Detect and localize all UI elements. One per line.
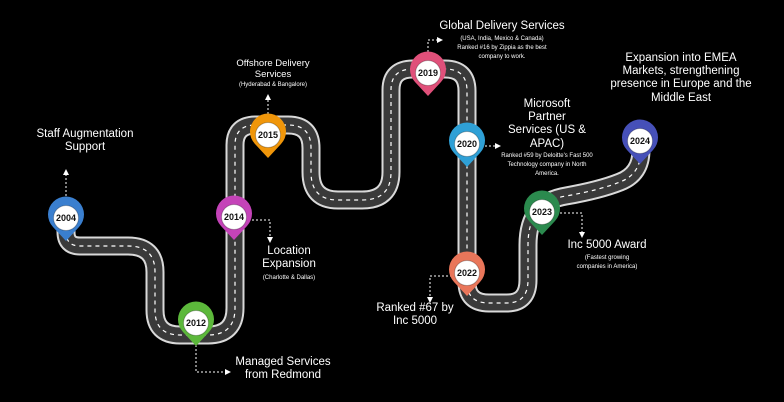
milestone-title: Inc 5000 Award [567,239,647,251]
label-2019: Global Delivery Services (USA, India, Me… [438,20,566,62]
connector-2012 [195,345,228,373]
arrow-2004 [63,169,69,175]
milestone-year: 2012 [186,318,206,328]
milestone-title: Offshore Delivery Services [236,58,310,80]
label-2014: Location Expansion (Charlotte & Dallas) [251,245,327,283]
milestone-subtitle: (USA, India, Mexico & Canada) Ranked #16… [457,36,547,61]
arrow-2023 [579,232,585,238]
label-2022: Ranked #67 by Inc 5000 [370,302,460,328]
milestone-title: Staff Augmentation Support [36,128,134,154]
arrow-2012 [225,369,231,375]
pin-face [627,128,653,154]
label-2024: Expansion into EMEA Markets, strengtheni… [604,52,758,105]
milestone-marker-2015[interactable]: 2015 [250,113,287,158]
arrow-2019 [437,37,443,43]
pin-face [529,199,555,225]
milestone-title: Location Expansion [262,245,316,271]
milestone-year: 2024 [630,136,650,146]
arrow-2014 [267,237,273,243]
pin-face [183,310,209,336]
milestone-title: Managed Services from Redmond [235,356,331,382]
milestone-title: Microsoft Partner Services (US & APAC) [508,98,586,150]
arrow-2022 [427,297,433,303]
milestone-year: 2019 [418,68,438,78]
milestone-title: Ranked #67 by Inc 5000 [376,302,454,328]
milestone-marker-2019[interactable]: 2019 [410,51,446,96]
arrow-2015 [265,94,271,100]
pin-face [415,60,441,86]
milestone-year: 2004 [56,213,76,223]
milestone-year: 2014 [224,212,244,222]
pin-face [454,131,480,157]
label-2023: Inc 5000 Award (Fastest growing companie… [555,239,659,272]
milestone-subtitle: (Hyderabad & Bangalore) [238,81,308,88]
connector-2023 [560,212,583,235]
label-2012: Managed Services from Redmond [228,356,338,382]
milestone-year: 2015 [258,130,278,140]
pin-face [255,122,281,148]
connector-2014 [252,219,271,240]
arrow-2020 [495,143,501,149]
milestone-marker-2020[interactable]: 2020 [449,122,485,167]
milestone-year: 2020 [457,139,477,149]
connector-2022 [429,275,452,300]
connector-lines [65,39,583,373]
milestone-subtitle: (Charlotte & Dallas) [262,275,316,282]
label-2004: Staff Augmentation Support [30,128,140,154]
milestone-marker-2023[interactable]: 2023 [524,190,560,235]
milestone-marker-2004[interactable]: 2004 [48,196,84,241]
pin-face [221,204,247,230]
milestone-subtitle: (Fastest growing companies in America) [576,255,638,271]
label-2015: Offshore Delivery Services (Hyderabad & … [218,58,328,90]
milestone-marker-2014[interactable]: 2014 [216,195,252,240]
milestone-marker-2024[interactable]: 2024 [622,119,659,164]
pin-face [454,260,480,286]
milestone-subtitle: Ranked #59 by Deloitte's Fast 500 Techno… [501,152,593,177]
milestone-title: Expansion into EMEA Markets, strengtheni… [610,52,752,104]
connector-arrows [63,37,585,375]
connector-2019 [427,39,440,52]
pin-face [53,205,79,231]
milestone-marker-2012[interactable]: 2012 [178,301,215,346]
milestone-year: 2022 [457,268,477,278]
milestone-title: Global Delivery Services [439,20,565,32]
milestone-year: 2023 [532,207,552,217]
label-2020: Microsoft Partner Services (US & APAC) R… [497,98,597,179]
milestone-marker-2022[interactable]: 2022 [449,251,485,296]
